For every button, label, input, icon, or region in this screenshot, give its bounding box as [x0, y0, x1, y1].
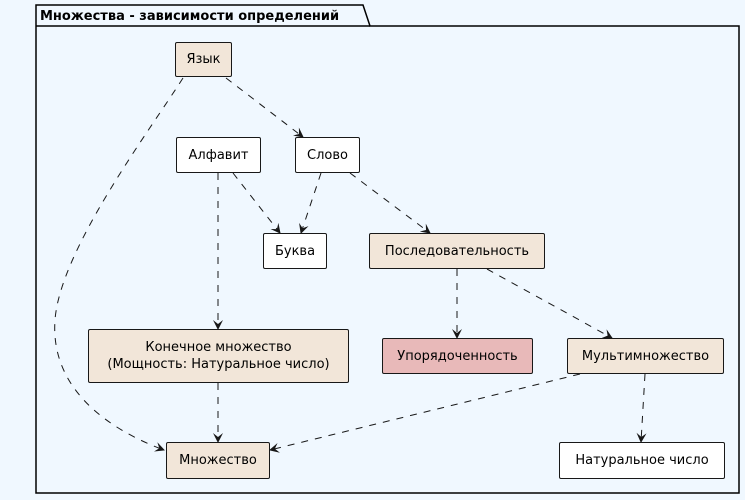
package-frame	[35, 4, 740, 494]
node-finite-set[interactable]: Конечное множество (Мощность: Натурально…	[88, 329, 349, 383]
edge-multiset-to-set	[269, 373, 581, 453]
edge-alphabet-to-letter	[232, 172, 281, 234]
node-alphabet[interactable]: Алфавит	[176, 137, 261, 173]
package-title: Множества - зависимости определений	[40, 9, 339, 24]
node-language[interactable]: Язык	[175, 42, 232, 77]
edge-multiset-to-natural	[636, 373, 647, 443]
node-ordering[interactable]: Упорядоченность	[382, 338, 533, 374]
node-multiset[interactable]: Мультимножество	[567, 338, 724, 374]
edge-word-to-letter	[299, 172, 322, 234]
edge-language-to-set	[54, 77, 184, 452]
edge-sequence-to-multiset	[486, 268, 613, 339]
node-sequence[interactable]: Последовательность	[369, 233, 545, 269]
node-word[interactable]: Слово	[295, 137, 360, 173]
node-set[interactable]: Множество	[166, 442, 270, 479]
edges	[54, 77, 647, 453]
node-natural-number[interactable]: Натуральное число	[559, 442, 725, 479]
edge-word-to-sequence	[349, 172, 431, 234]
edge-language-to-word	[225, 77, 304, 138]
node-letter[interactable]: Буква	[263, 233, 327, 269]
